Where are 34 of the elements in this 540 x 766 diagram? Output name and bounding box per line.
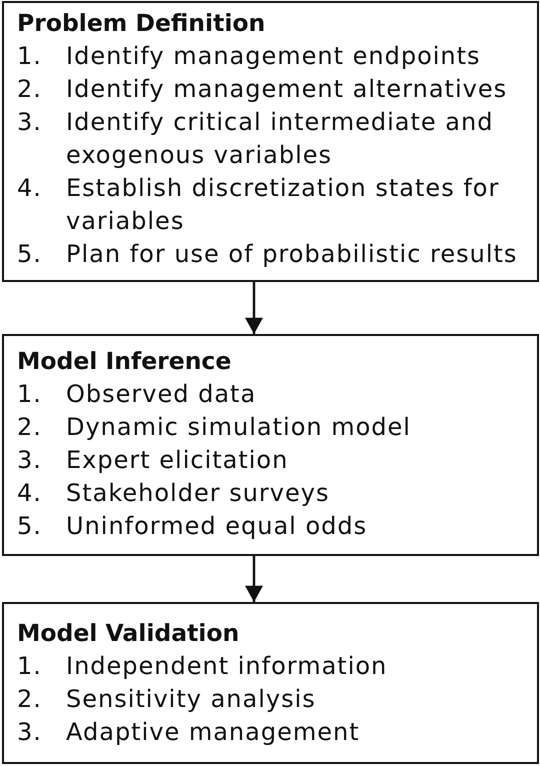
list-item: Sensitivity analysis — [66, 684, 316, 715]
list-item: Identify management alternatives — [66, 74, 508, 105]
list-item: Uninformed equal odds — [66, 511, 368, 542]
list-item: Observed data — [66, 379, 256, 410]
list-item: Dynamic simulation model — [66, 412, 411, 443]
box-heading: Model Validation — [17, 618, 240, 649]
list-item: Plan for use of probabilistic results — [66, 239, 518, 270]
list-item: Identify critical intermediate and exogenous variables — [66, 107, 494, 171]
list-number: 3. — [17, 717, 42, 748]
box-heading: Problem Definition — [17, 8, 266, 39]
list-number: 2. — [17, 684, 42, 715]
step-box — [2, 1, 539, 282]
list-number: 1. — [17, 651, 42, 682]
list-number: 2. — [17, 74, 42, 105]
list-number: 4. — [17, 173, 42, 204]
list-number: 5. — [17, 239, 42, 270]
box-heading: Model Inference — [17, 346, 232, 377]
step-box — [2, 334, 539, 556]
arrow — [245, 282, 263, 334]
list-item: Adaptive management — [66, 717, 360, 748]
list-number: 4. — [17, 478, 42, 509]
list-item: Independent information — [66, 651, 388, 682]
list-number: 2. — [17, 412, 42, 443]
list-item: Expert elicitation — [66, 445, 288, 476]
list-number: 5. — [17, 511, 42, 542]
list-number: 3. — [17, 445, 42, 476]
list-number: 1. — [17, 41, 42, 72]
step-box — [2, 602, 539, 764]
list-number: 3. — [17, 107, 42, 138]
arrow — [245, 556, 263, 602]
list-item: Stakeholder surveys — [66, 478, 330, 509]
list-number: 1. — [17, 379, 42, 410]
list-item: Identify management endpoints — [66, 41, 481, 72]
list-item: Establish discretization states for variables — [66, 173, 500, 237]
